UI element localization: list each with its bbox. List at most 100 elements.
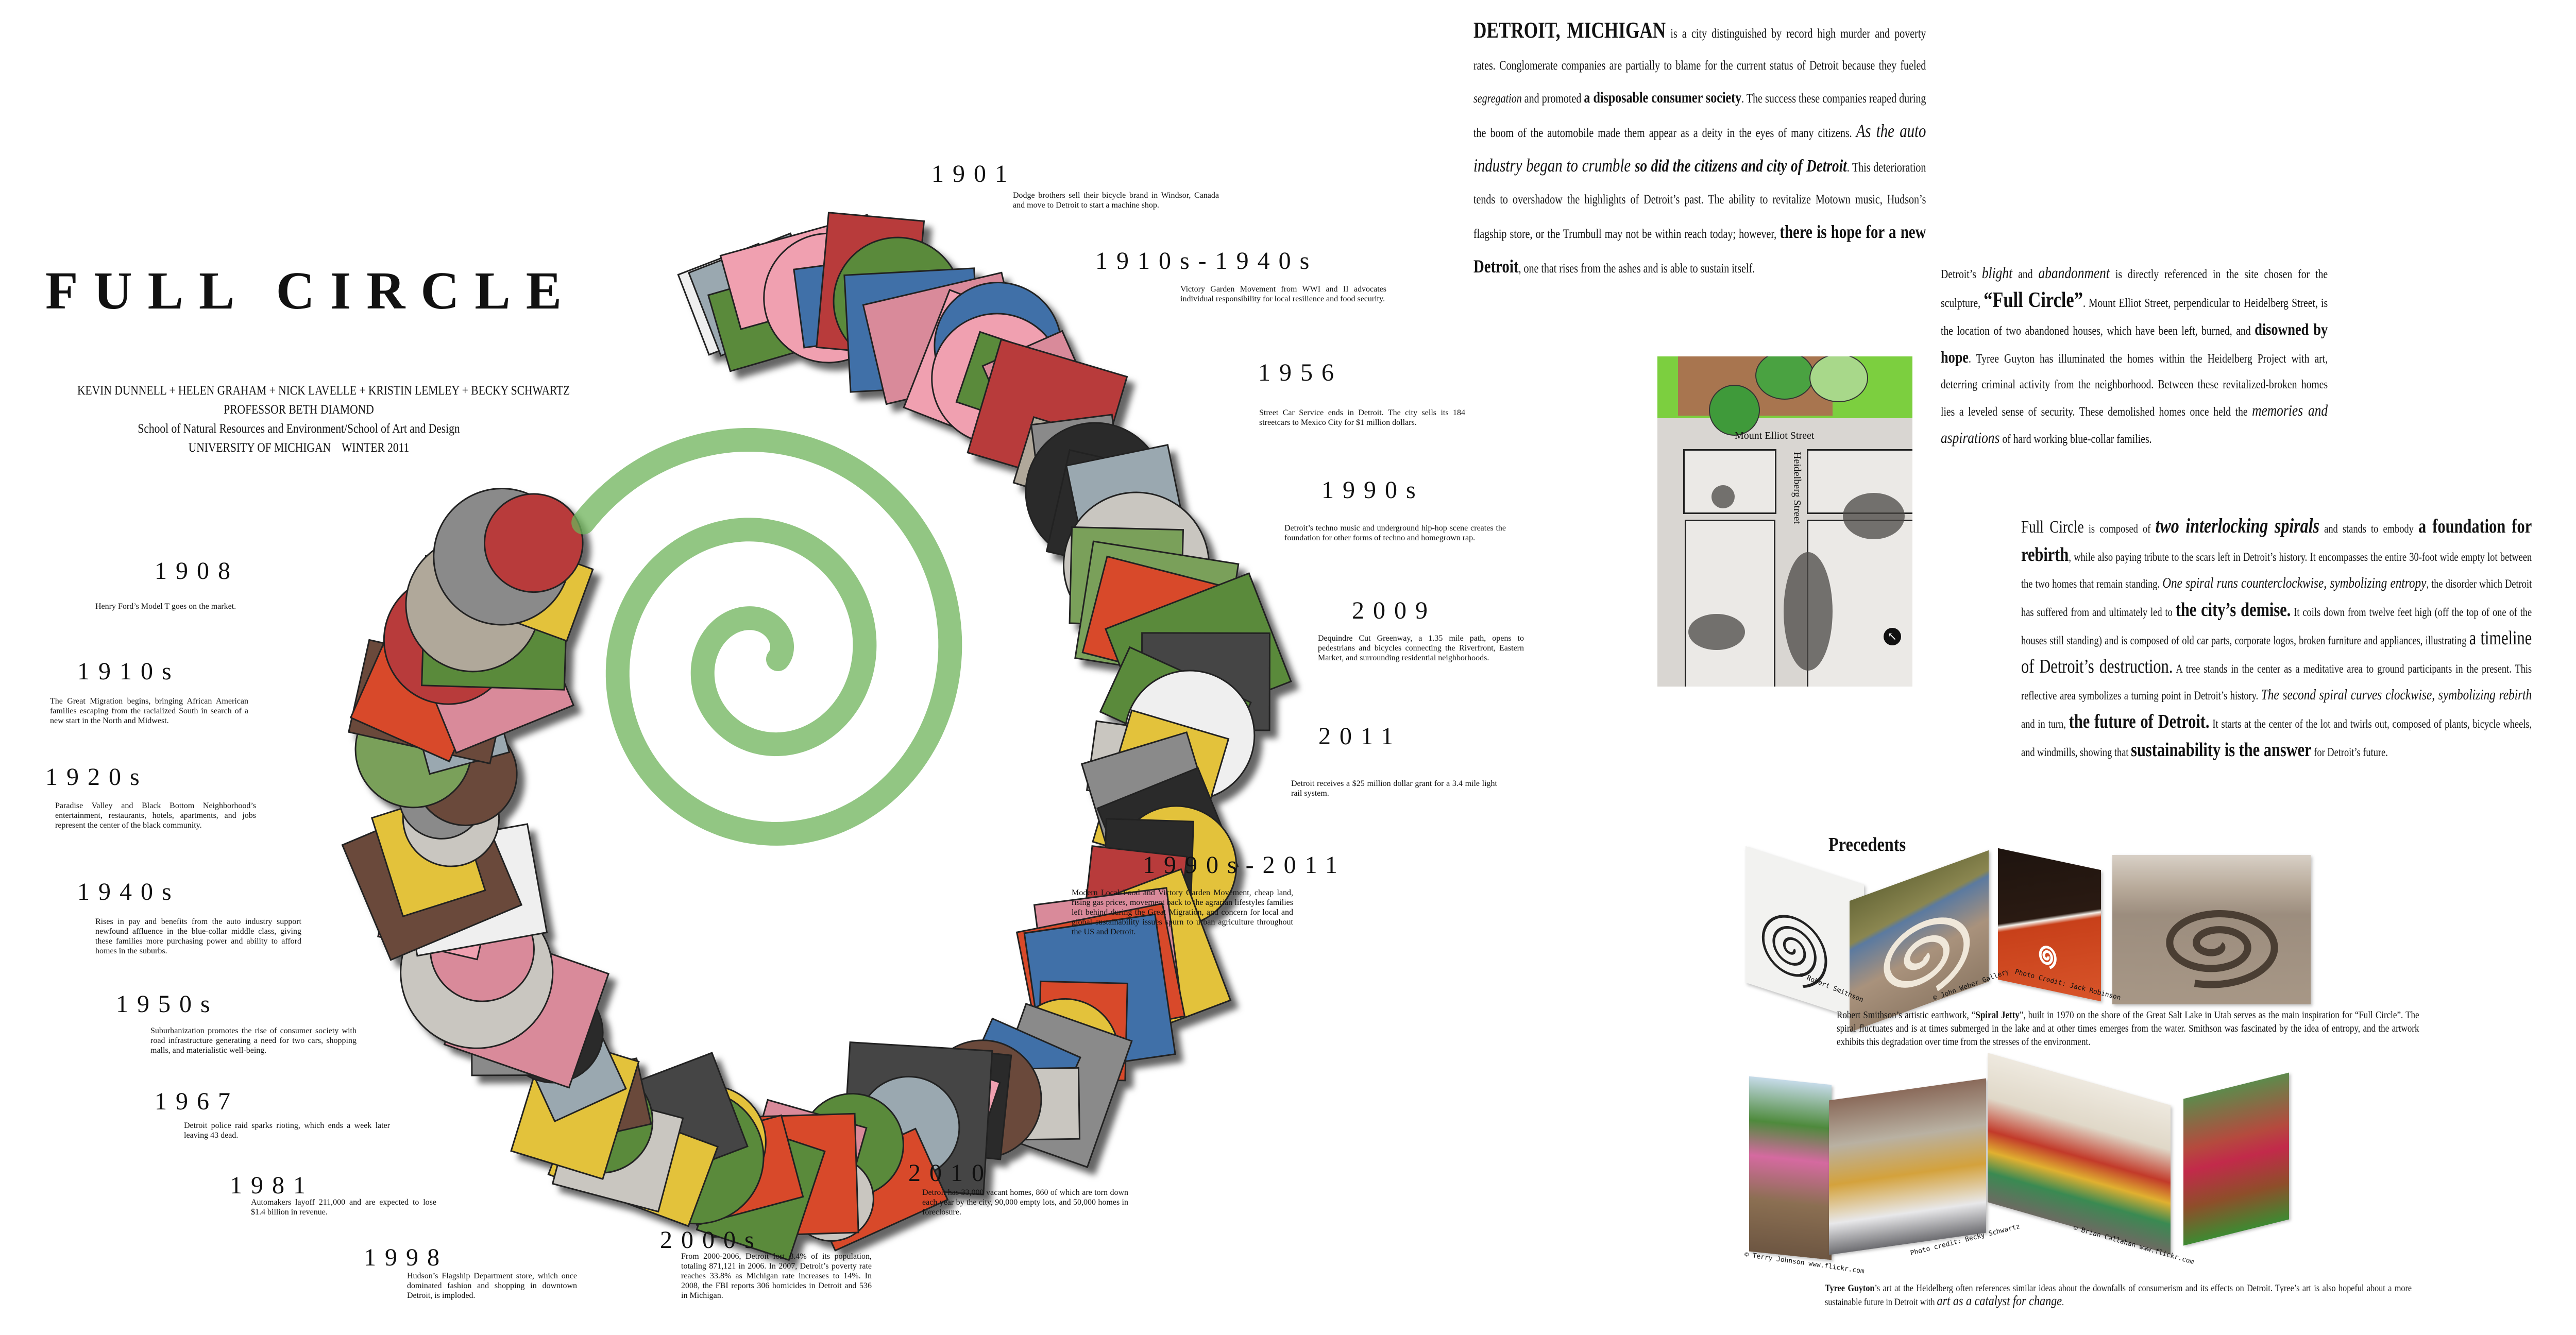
credits-block: KEVIN DUNNELL + HELEN GRAHAM + NICK LAVE… — [77, 381, 570, 457]
emphasis-run: DETROIT, MICHIGAN — [1473, 18, 1666, 43]
school: School of Natural Resources and Environm… — [138, 422, 460, 436]
timeline-description: Dequindre Cut Greenway, a 1.35 mile path… — [1318, 634, 1524, 662]
timeline-year: 1910s — [77, 658, 180, 685]
tyree-paragraph: Tyree Guyton’s art at the Heidelberg oft… — [1825, 1282, 2412, 1309]
text-run: ”, built in 1970 on the shore of the Gre… — [1837, 1009, 2419, 1048]
emphasis-run: Full Circle — [2021, 518, 2084, 537]
emphasis-run: a foundation for rebirth — [2021, 516, 2532, 566]
spiral-jetty-aerial-photo — [1850, 850, 1989, 1033]
text-run: , the disorder which Detroit has suffere… — [2021, 577, 2532, 619]
text-run: , one that rises from the ashes and is a… — [1518, 262, 1755, 276]
professor: PROFESSOR BETH DIAMOND — [224, 403, 374, 417]
text-run: . Tyree Guyton has illuminated the homes… — [1941, 352, 2328, 419]
timeline-description: Suburbanization promotes the rise of con… — [150, 1026, 357, 1055]
timeline-year: 1950s — [116, 990, 219, 1018]
text-run: of hard working blue-collar families. — [1999, 433, 2152, 446]
detroit-paragraph: DETROIT, MICHIGAN is a city distinguishe… — [1473, 14, 1926, 285]
street-label-mount-elliot: Mount Elliot Street — [1735, 430, 1815, 441]
emphasis-run: a disposable consumer society — [1584, 89, 1742, 106]
text-run: It starts at the center of the lot and t… — [2021, 717, 2532, 759]
shrub — [1784, 552, 1833, 671]
timeline-description: From 2000-2006, Detroit lost 8.4% of its… — [681, 1252, 872, 1300]
street-label-heidelberg: Heidelberg Street — [1791, 452, 1803, 524]
emphasis-run: “Full Circle” — [1984, 288, 2083, 312]
spiral-jetty-icon — [1884, 917, 1970, 991]
emphasis-run: disowned by hope — [1941, 320, 2328, 366]
site-paragraph: Detroit’s blight and abandonment is dire… — [1941, 260, 2328, 452]
timeline-year: 2010 — [908, 1159, 993, 1187]
timeline-description: Modern Local Food and Victory Garden Mov… — [1072, 888, 1293, 936]
shrub — [1843, 493, 1905, 539]
spiral-jetty-icon — [2166, 910, 2278, 988]
emphasis-run: so did the citizens and city of Detroit — [1634, 157, 1847, 176]
poster-title: FULL CIRCLE — [45, 261, 578, 320]
timeline-description: Street Car Service ends in Detroit. The … — [1259, 408, 1465, 427]
spiral-sketch-icon — [1761, 915, 1827, 988]
timeline-description: Hudson’s Flagship Department store, whic… — [407, 1272, 577, 1300]
lot — [1685, 520, 1775, 687]
timeline-year: 1910s-1940s — [1095, 247, 1318, 275]
emphasis-run: abandonment — [2038, 264, 2110, 282]
timeline-year: 1940s — [77, 878, 180, 905]
timeline-description: Dodge brothers sell their bicycle brand … — [1013, 191, 1219, 210]
timeline-description: Detroit has 33,000 vacant homes, 860 of … — [922, 1188, 1128, 1217]
text-run: Detroit’s — [1941, 268, 1982, 281]
text-run: , while also paying tribute to the scars… — [2021, 551, 2532, 590]
emphasis-run: Tyree Guyton — [1825, 1283, 1875, 1294]
precedents-heading: Precedents — [1828, 834, 1906, 855]
emphasis-run: the future of Detroit. — [2069, 711, 2210, 732]
emphasis-run: art as a catalyst for change — [1937, 1293, 2062, 1308]
text-run: for Detroit’s future. — [2311, 746, 2388, 759]
timeline-description: Detroit’s techno music and underground h… — [1284, 524, 1506, 542]
spiral-sketch-photo — [1745, 846, 1864, 1021]
spiral-jetty-red-lake-photo — [1998, 848, 2101, 1002]
timeline-year: 1967 — [155, 1088, 239, 1115]
text-run: . Mount Elliot Street, perpendicular to … — [1941, 297, 2328, 338]
timeline-description: Paradise Valley and Black Bottom Neighbo… — [55, 801, 256, 830]
text-run: It coils down from twelve feet high (off… — [2021, 606, 2532, 647]
collage-piece — [483, 493, 584, 593]
timeline-year: 1990s-2011 — [1143, 851, 1346, 879]
pink-bicycle-photo — [1749, 1076, 1832, 1260]
timeline-year: 1990s — [1321, 476, 1425, 504]
text-run: and promoted — [1521, 92, 1584, 106]
authors: KEVIN DUNNELL + HELEN GRAHAM + NICK LAVE… — [77, 384, 570, 398]
emphasis-run: blight — [1981, 264, 2013, 282]
heidelberg-house-photo — [1829, 1078, 1986, 1255]
timeline-description: Automakers layoff 211,000 and are expect… — [251, 1198, 436, 1217]
full-circle-paragraph: Full Circle is composed of two interlock… — [2021, 512, 2532, 765]
timeline-description: Detroit police raid sparks rioting, whic… — [184, 1121, 390, 1140]
spiral-jetty-sepia-photo — [2112, 855, 2311, 1004]
timeline-year: 2000s — [660, 1226, 763, 1254]
timeline-year: 1908 — [155, 557, 239, 585]
text-run: is composed of — [2083, 522, 2156, 535]
site-map-drawing: Mount Elliot Street Heidelberg Street ↖ — [1657, 356, 1912, 687]
timeline-description: Detroit receives a $25 million dollar gr… — [1291, 779, 1497, 798]
emphasis-run: The second spiral curves clockwise, symb… — [2261, 687, 2532, 703]
emphasis-run: the city’s demise. — [2175, 599, 2291, 621]
timeline-description: Henry Ford’s Model T goes on the market. — [95, 602, 236, 611]
text-run: and stands to embody — [2319, 522, 2418, 535]
timeline-year: 1920s — [45, 763, 148, 791]
text-run: and — [2012, 268, 2039, 281]
timeline-year: 1981 — [230, 1172, 314, 1199]
emphasis-run: One spiral runs counterclockwise, symbol… — [2162, 575, 2427, 591]
emphasis-run: sustainability is the answer — [2131, 739, 2312, 761]
text-run: is a city distinguished by record high m… — [1473, 27, 1926, 73]
green-spiral — [571, 427, 962, 846]
shrub — [1688, 614, 1745, 650]
text-run: and in turn, — [2021, 717, 2069, 730]
text-run: ’s art at the Heidelberg often reference… — [1825, 1283, 2412, 1308]
text-run: is directly referenced in the site chose… — [1941, 268, 2328, 310]
emphasis-run: Spiral Jetty — [1975, 1009, 2020, 1021]
university: UNIVERSITY OF MICHIGAN WINTER 2011 — [188, 441, 410, 455]
text-run: A tree stands in the center as a meditat… — [2021, 662, 2532, 702]
emphasis-run: memories and aspirations — [1941, 401, 2328, 447]
emphasis-run: a timeline of Detroit’s destruction. — [2021, 627, 2532, 677]
timeline-year: 1901 — [931, 160, 1016, 187]
emphasis-run: As the auto industry began to crumble — [1473, 121, 1926, 176]
timeline-description: The Great Migration begins, bringing Afr… — [50, 697, 248, 725]
spiral-jetty-icon — [2039, 946, 2057, 969]
